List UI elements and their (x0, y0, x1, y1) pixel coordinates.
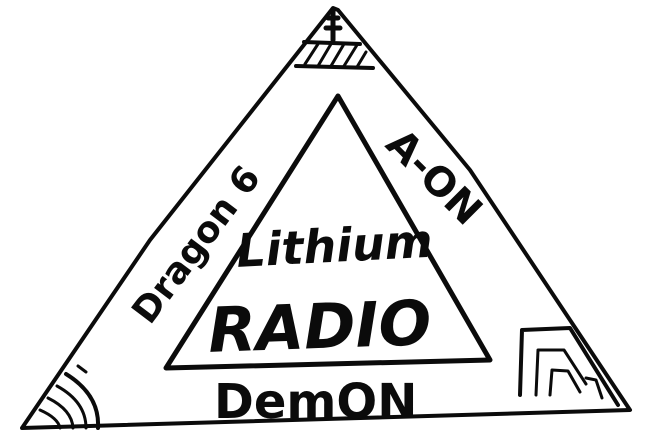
bottom-left-corner-arcs (38, 364, 101, 430)
outer-triangle (20, 6, 632, 430)
bottom-edge-text: DemON (214, 374, 417, 430)
inner-top-text: Lithium (235, 214, 434, 278)
bottom-right-corner-brackets (518, 326, 620, 407)
apex-hatched-cap (294, 7, 375, 70)
inner-triangle (163, 93, 493, 371)
inner-main-text: RADIO (207, 286, 432, 367)
